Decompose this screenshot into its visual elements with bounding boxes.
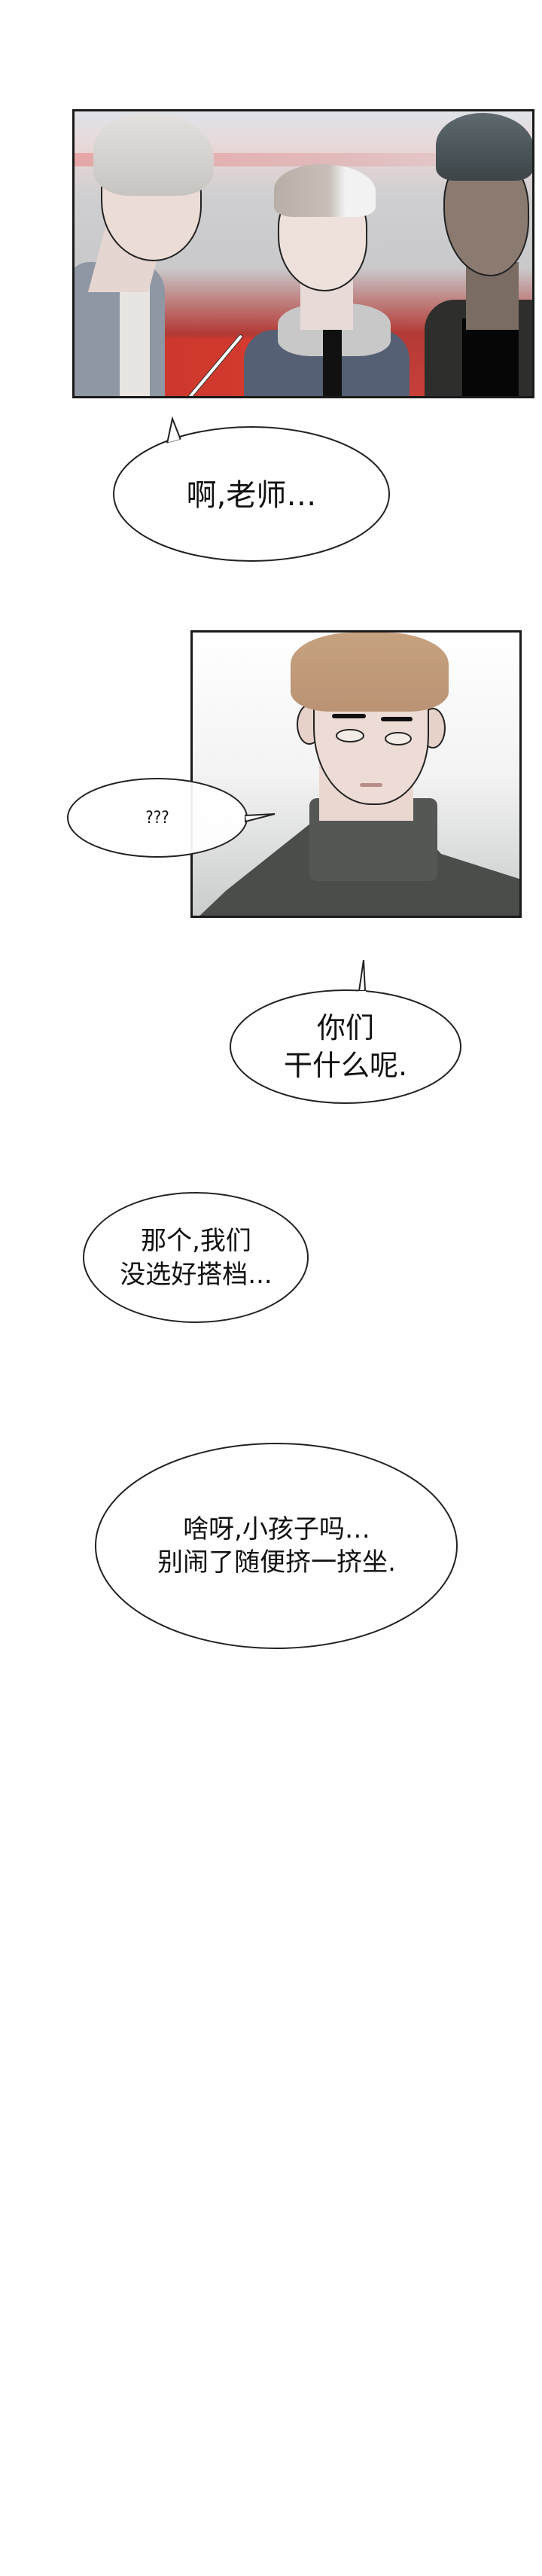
eyebrow-left xyxy=(332,714,366,718)
character-right-tshirt xyxy=(462,319,519,396)
bubble-text: 啥呀,小孩子吗… 别闹了随便挤一挤坐. xyxy=(95,1443,458,1649)
speech-bubble-2: ??? xyxy=(67,778,276,858)
character-middle-hair xyxy=(274,164,376,217)
character-right-hair xyxy=(436,113,532,181)
bubble-outline xyxy=(95,1443,458,1649)
bubble-text: 那个,我们 没选好搭档... xyxy=(83,1192,309,1324)
bubble-line: 别闹了随便挤一挤坐. xyxy=(157,1547,396,1578)
character-middle-shirt xyxy=(323,330,342,396)
speech-bubble-4: 那个,我们 没选好搭档... xyxy=(83,1192,309,1324)
speech-bubble-5: 啥呀,小孩子吗… 别闹了随便挤一挤坐. xyxy=(95,1443,458,1649)
comic-panel-blond-man xyxy=(190,630,522,918)
bubble-outline xyxy=(230,959,461,1104)
eyebrow-right xyxy=(381,717,413,721)
eye-right xyxy=(385,732,412,745)
bubble-text: ??? xyxy=(141,778,174,858)
bubble-outline xyxy=(67,778,276,858)
bubble-line: 啊,老师… xyxy=(186,478,317,514)
bubble-outline xyxy=(113,416,390,562)
eye-left xyxy=(336,729,364,742)
bubble-line: 那个,我们 xyxy=(141,1226,251,1257)
bubble-line: 你们 xyxy=(316,1011,374,1045)
comic-panel-three-characters xyxy=(72,109,534,398)
bubble-line: 没选好搭档... xyxy=(120,1259,273,1290)
bubble-line: 啥呀,小孩子吗… xyxy=(183,1514,370,1544)
character-left-hair xyxy=(93,113,214,196)
character-left-collar xyxy=(120,277,150,396)
bubble-line: 干什么呢. xyxy=(283,1048,408,1082)
bubble-text: 你们 干什么呢. xyxy=(230,990,461,1104)
bubble-outline xyxy=(83,1192,309,1323)
speech-bubble-3: 你们 干什么呢. xyxy=(230,959,461,1104)
character-hair xyxy=(291,633,449,712)
bubble-text: 啊,老师… xyxy=(113,425,390,568)
speech-bubble-1: 啊,老师… xyxy=(113,416,390,562)
mouth xyxy=(360,783,382,787)
bubble-line: ??? xyxy=(145,808,169,828)
